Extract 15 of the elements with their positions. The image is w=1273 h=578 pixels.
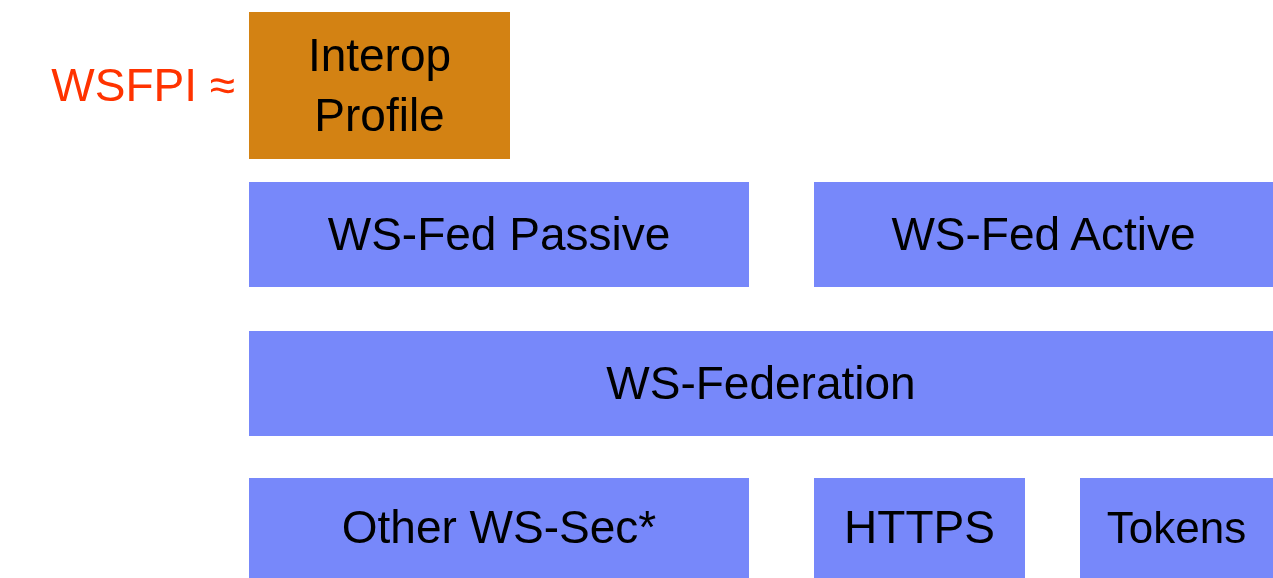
box-label: Other WS-Sec* [341,500,657,556]
box-label: HTTPS [844,500,995,556]
layer-box [1080,478,1273,578]
profile-box [249,12,510,159]
layer-box [249,182,749,287]
layer-box [814,182,1273,287]
layer-box [814,478,1025,578]
box-label: WS-Fed Active [891,206,1196,262]
layer-box [249,478,749,578]
box-label: WS-Fed Passive [327,206,671,262]
layer-box [249,331,1273,436]
side-label: WSFPI ≈ [51,57,235,112]
box-label: Tokens [1106,502,1247,555]
box-label: Interop Profile [306,27,453,143]
box-label: WS-Federation [606,355,916,411]
